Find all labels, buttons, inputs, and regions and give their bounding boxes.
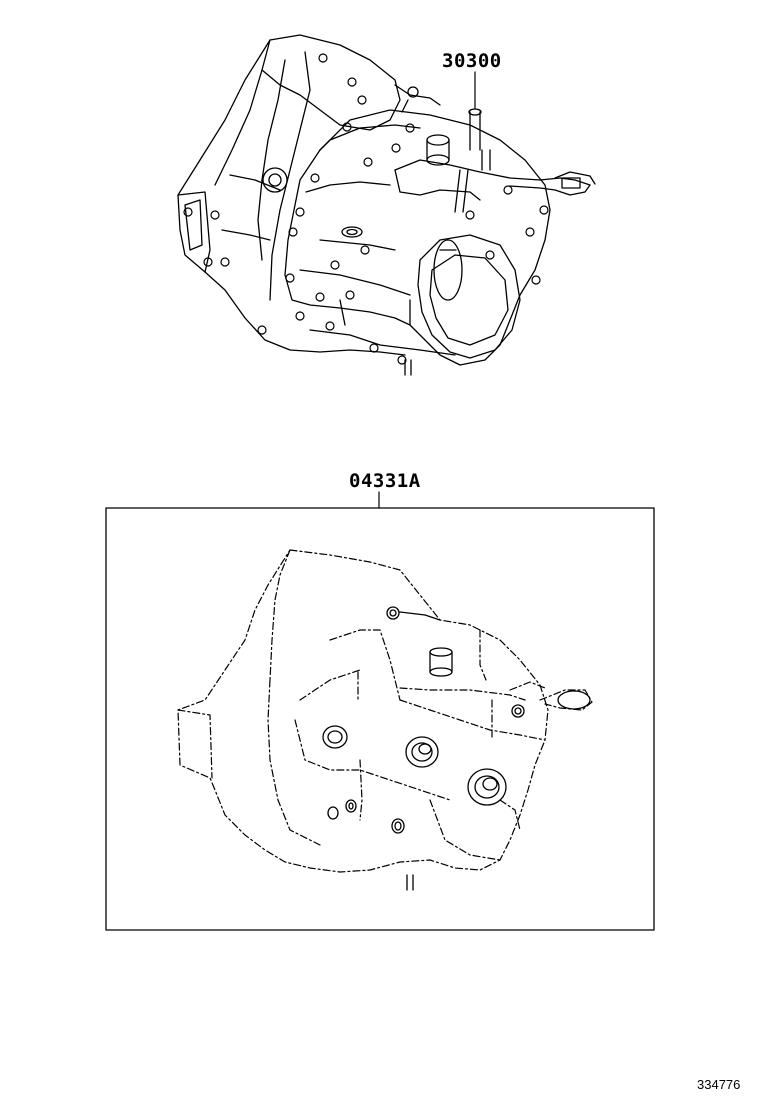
- seal-parts: [322, 606, 591, 891]
- kit-boundary-frame: [105, 507, 655, 931]
- gasket-kit-drawing: [177, 549, 593, 873]
- illustration-number: 334776: [697, 1077, 741, 1092]
- transmission-assembly-drawing: [177, 34, 596, 376]
- callout-label-04331a: 04331A: [349, 470, 421, 492]
- callout-label-30300: 30300: [442, 50, 502, 72]
